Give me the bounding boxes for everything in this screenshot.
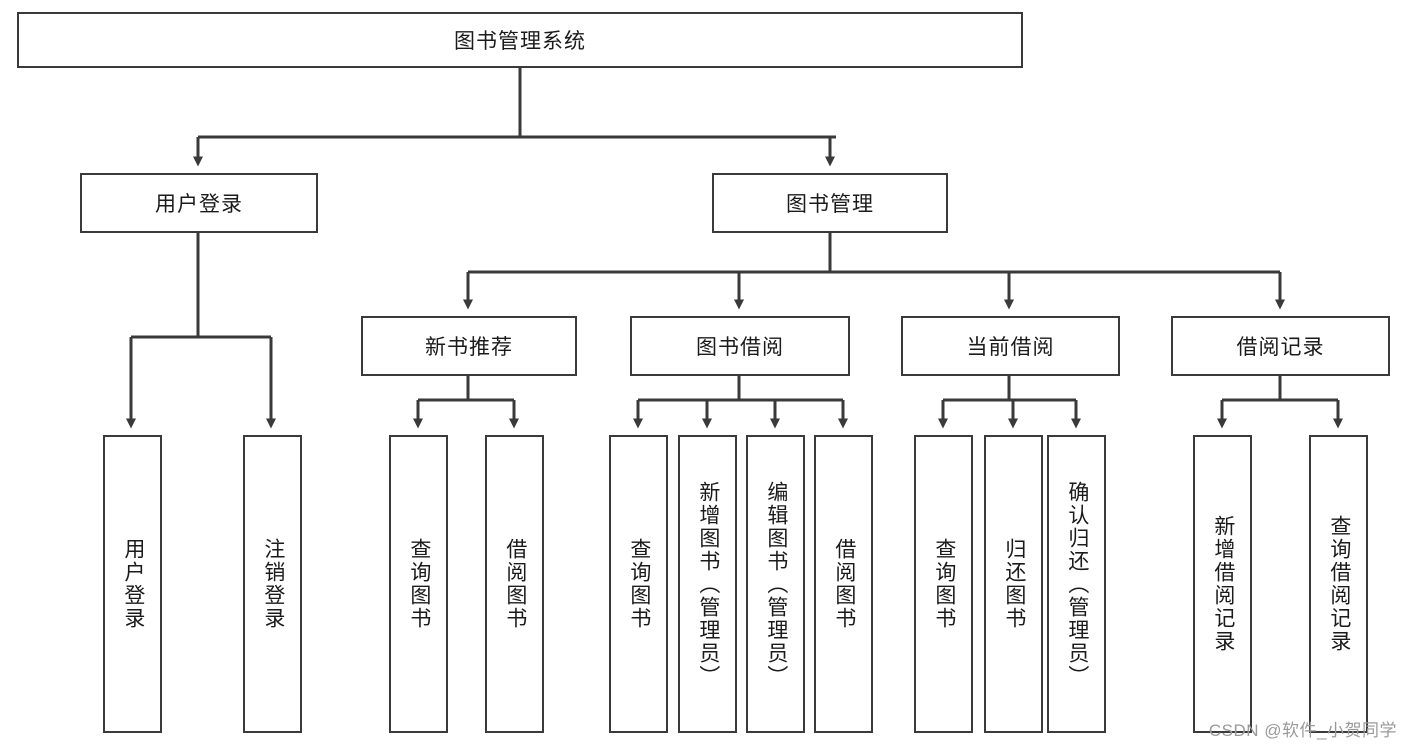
leaf-add-borrow-record-label: 新增借阅记录	[1211, 515, 1235, 653]
leaf-user-login[interactable]: 用户登录	[103, 435, 162, 733]
node-borrow-records-label: 借阅记录	[1236, 336, 1325, 359]
node-book-management[interactable]: 图书管理	[712, 173, 948, 233]
node-current-borrow-label: 当前借阅	[966, 336, 1055, 359]
leaf-return-books[interactable]: 归还图书	[984, 435, 1043, 733]
node-root-label: 图书管理系统	[454, 30, 586, 53]
node-user-login[interactable]: 用户登录	[80, 173, 318, 233]
node-borrow-records[interactable]: 借阅记录	[1171, 316, 1390, 376]
leaf-confirm-return-admin-label: 确认归还（管理员）	[1065, 480, 1089, 688]
node-book-borrow[interactable]: 图书借阅	[630, 316, 850, 376]
node-root[interactable]: 图书管理系统	[17, 12, 1023, 68]
leaf-add-book-admin[interactable]: 新增图书（管理员）	[678, 435, 737, 733]
leaf-logout[interactable]: 注销登录	[243, 435, 302, 733]
watermark: CSDN @软件_小贺同学	[1208, 721, 1397, 740]
leaf-query-borrow-record[interactable]: 查询借阅记录	[1309, 435, 1368, 733]
leaf-query-books-current-label: 查询图书	[932, 538, 956, 630]
leaf-user-login-label: 用户登录	[121, 538, 145, 630]
node-book-management-label: 图书管理	[786, 193, 874, 216]
node-book-borrow-label: 图书借阅	[696, 336, 784, 359]
leaf-logout-label: 注销登录	[261, 538, 285, 630]
leaf-add-borrow-record[interactable]: 新增借阅记录	[1193, 435, 1252, 733]
leaf-add-book-admin-label: 新增图书（管理员）	[696, 480, 720, 688]
leaf-borrow-books-recommend-label: 借阅图书	[503, 538, 527, 630]
leaf-query-books-recommend[interactable]: 查询图书	[389, 435, 448, 733]
leaf-borrow-books-label: 借阅图书	[832, 538, 856, 630]
leaf-query-borrow-record-label: 查询借阅记录	[1327, 515, 1351, 653]
leaf-query-books-borrow-label: 查询图书	[627, 538, 651, 630]
leaf-borrow-books[interactable]: 借阅图书	[814, 435, 873, 733]
leaf-query-books-borrow[interactable]: 查询图书	[609, 435, 668, 733]
node-current-borrow[interactable]: 当前借阅	[901, 316, 1120, 376]
leaf-borrow-books-recommend[interactable]: 借阅图书	[485, 435, 544, 733]
node-user-login-label: 用户登录	[155, 193, 243, 216]
node-new-book-recommend[interactable]: 新书推荐	[361, 316, 577, 376]
leaf-return-books-label: 归还图书	[1002, 538, 1026, 630]
leaf-edit-book-admin[interactable]: 编辑图书（管理员）	[746, 435, 805, 733]
leaf-query-books-current[interactable]: 查询图书	[914, 435, 973, 733]
leaf-confirm-return-admin[interactable]: 确认归还（管理员）	[1047, 435, 1106, 733]
node-new-book-recommend-label: 新书推荐	[425, 336, 513, 359]
leaf-edit-book-admin-label: 编辑图书（管理员）	[764, 480, 788, 688]
leaf-query-books-recommend-label: 查询图书	[407, 538, 431, 630]
